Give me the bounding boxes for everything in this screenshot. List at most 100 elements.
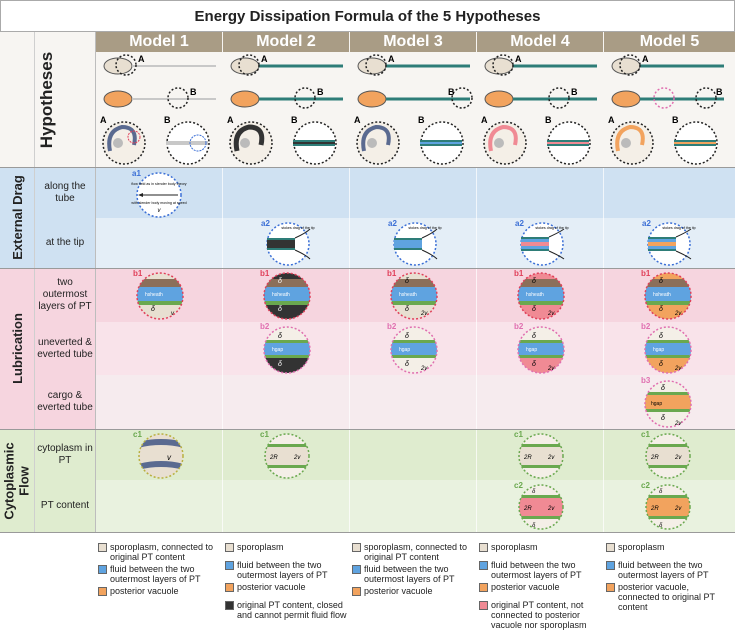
svg-text:v: v	[167, 453, 172, 462]
svg-text:b1: b1	[387, 269, 397, 278]
color-swatch	[225, 561, 234, 570]
svg-text:B: B	[448, 87, 455, 97]
row-label-along-tube: along the tube	[44, 180, 86, 204]
c1-inset-model-4: c1 2R 2v	[514, 430, 564, 479]
c2-inset-model-4: c2 δ 2R 2v δ	[514, 481, 564, 530]
svg-text:δ: δ	[151, 306, 155, 313]
svg-text:c1: c1	[133, 430, 142, 439]
cytoplasmic-flow-label: Cytoplasmic Flow	[2, 441, 32, 520]
svg-text:stokes drag of the tip: stokes drag of the tip	[281, 226, 314, 230]
legend-item: posterior vacuole	[352, 586, 474, 596]
svg-text:2R: 2R	[523, 506, 532, 512]
svg-text:b1: b1	[641, 269, 651, 278]
color-swatch	[98, 543, 107, 552]
row-label-two-layers: two outermost layers of PT	[38, 277, 92, 312]
legend-item: posterior vacuole	[225, 582, 347, 592]
svg-text:δ: δ	[659, 278, 663, 285]
svg-text:B: B	[545, 115, 552, 125]
svg-text:2R: 2R	[523, 455, 532, 461]
col-divider	[95, 32, 96, 532]
svg-text:A: A	[515, 54, 522, 64]
svg-text:A: A	[354, 115, 361, 125]
svg-text:A: A	[608, 115, 615, 125]
external-drag-label: External Drag	[9, 175, 25, 260]
color-swatch	[98, 587, 107, 596]
svg-text:δ: δ	[661, 415, 665, 422]
svg-text:v: v	[171, 311, 175, 317]
svg-text:2v: 2v	[420, 366, 428, 372]
b1-inset-model-1: b1 hsheath δ v	[133, 269, 184, 320]
svg-text:stokes drag of the tip: stokes drag of the tip	[408, 226, 441, 230]
a1-inset-model-1: a1 flow field as in slender body theory …	[131, 169, 187, 218]
a2-inset-model-5: a2 stokes drag of the tip	[642, 219, 696, 266]
model-4-header: Model 4	[477, 32, 603, 52]
svg-text:B: B	[291, 115, 298, 125]
hypothesis-model-4: A B A B	[481, 54, 597, 165]
legend-model-3: sporoplasm, connected to original PT con…	[352, 542, 474, 598]
legend-item: fluid between the two outermost layers o…	[479, 560, 601, 580]
svg-text:b1: b1	[514, 269, 524, 278]
a2-inset-model-2: a2 stokes drag of the tip	[261, 219, 315, 266]
color-swatch	[98, 565, 107, 574]
svg-text:B: B	[672, 115, 679, 125]
svg-text:c1: c1	[514, 430, 523, 439]
svg-text:δ: δ	[405, 306, 409, 313]
svg-text:b1: b1	[260, 269, 270, 278]
legend-item: posterior vacuole, connected to original…	[606, 582, 732, 612]
c1-inset-model-2: c1 2R 2v	[260, 430, 310, 479]
color-swatch	[606, 583, 615, 592]
b1-inset-model-4: b1 δ hsheath δ 2v	[514, 269, 565, 320]
svg-text:hgap: hgap	[526, 347, 537, 353]
col-divider	[476, 167, 477, 532]
b2-inset-model-4: b2 δ hgap δ 2v	[514, 322, 565, 374]
svg-text:hgap: hgap	[272, 347, 283, 353]
svg-text:δ: δ	[405, 361, 409, 368]
svg-text:b3: b3	[641, 376, 651, 385]
legend-item: posterior vacuole	[98, 586, 220, 596]
row-label-cytoplasm: cytoplasm in PT	[37, 442, 93, 466]
svg-text:δ: δ	[659, 333, 663, 340]
svg-text:hsheath: hsheath	[272, 292, 290, 298]
svg-text:B: B	[190, 87, 197, 97]
b1-inset-model-5: b1 δ hsheath δ 2v	[641, 269, 692, 320]
svg-text:2v: 2v	[674, 421, 682, 427]
svg-text:a2: a2	[642, 219, 651, 228]
b3-inset-model-5: b3 δ hgap δ 2v	[641, 376, 692, 428]
svg-text:c1: c1	[641, 430, 650, 439]
svg-text:hsheath: hsheath	[145, 292, 163, 298]
legend-item: fluid between the two outermost layers o…	[225, 560, 347, 580]
svg-text:A: A	[100, 115, 107, 125]
svg-text:2R: 2R	[269, 455, 278, 461]
svg-text:δ: δ	[659, 489, 663, 495]
legend-item: fluid between the two outermost layers o…	[606, 560, 732, 580]
row-label-pt-content: PT content	[40, 500, 90, 511]
svg-text:a1: a1	[132, 169, 141, 178]
svg-text:2v: 2v	[674, 455, 682, 461]
legend-item: fluid between the two outermost layers o…	[98, 564, 220, 584]
svg-text:2v: 2v	[293, 455, 301, 461]
section-line	[0, 268, 735, 269]
b2-inset-model-2: b2 δ hgap δ	[260, 322, 311, 374]
subrow-divider	[34, 32, 35, 532]
svg-text:2v: 2v	[420, 311, 428, 317]
svg-text:a2: a2	[515, 219, 524, 228]
svg-text:B: B	[716, 87, 723, 97]
b2-inset-model-3: b2 δ hgap δ 2v	[387, 322, 438, 374]
svg-text:A: A	[138, 54, 145, 64]
legend-model-5: sporoplasm fluid between the two outermo…	[606, 542, 732, 614]
svg-text:c2: c2	[641, 481, 650, 490]
svg-text:A: A	[642, 54, 649, 64]
svg-text:c2: c2	[514, 481, 523, 490]
svg-text:δ: δ	[278, 278, 282, 285]
legend-item: sporoplasm, connected to original PT con…	[352, 542, 474, 562]
legend-item: fluid between the two outermost layers o…	[352, 564, 474, 584]
hypothesis-model-5: A B A B	[608, 54, 724, 165]
legend-model-4: sporoplasm fluid between the two outermo…	[479, 542, 601, 632]
section-line	[0, 532, 735, 533]
svg-text:δ: δ	[278, 306, 282, 313]
svg-text:b2: b2	[514, 322, 524, 331]
svg-text:2v: 2v	[674, 311, 682, 317]
svg-text:B: B	[418, 115, 425, 125]
hypothesis-model-2: A B A B	[227, 54, 343, 165]
svg-text:2v: 2v	[547, 366, 555, 372]
